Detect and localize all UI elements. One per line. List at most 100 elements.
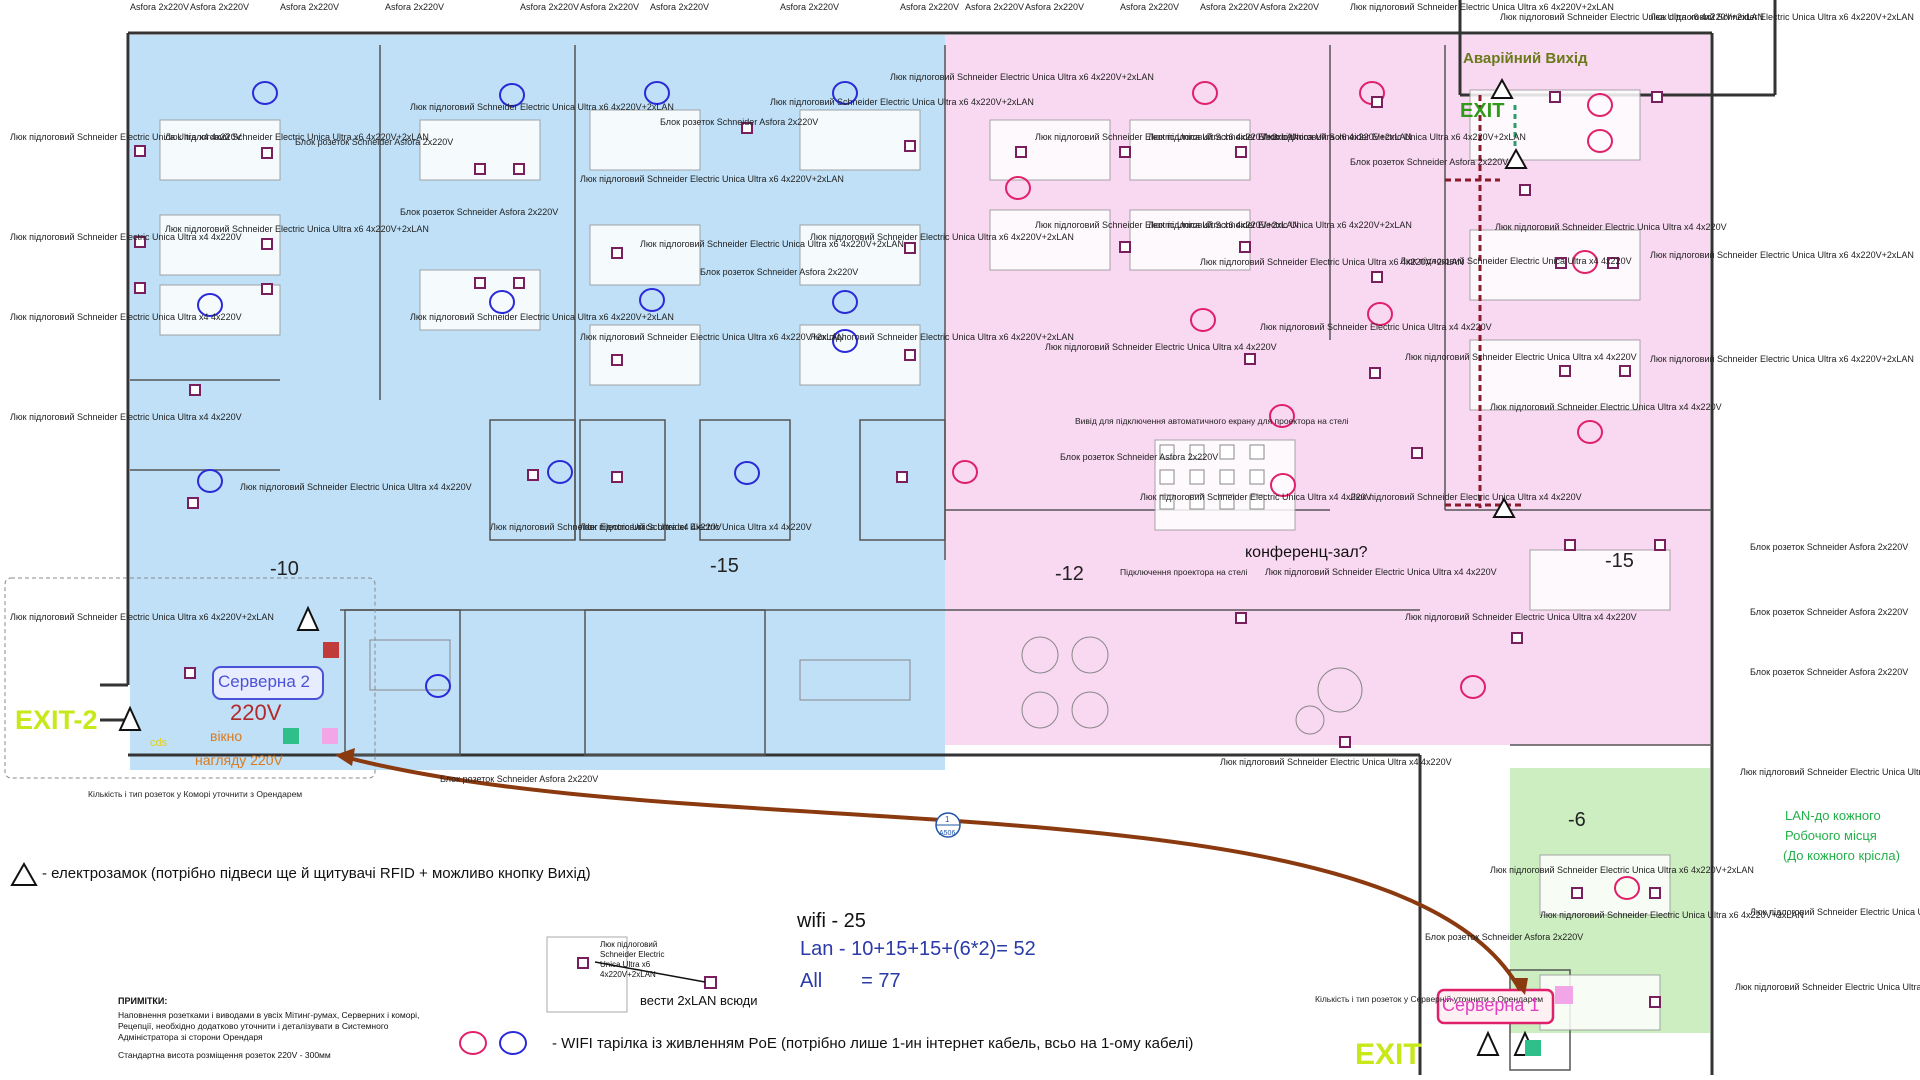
- legend-lan-everywhere: вести 2xLAN всюди: [640, 993, 758, 1008]
- label-floor-x6: Люк підлоговий Schneider Electric Unica …: [1540, 910, 1804, 920]
- wifi-pink-markers: [952, 81, 1640, 900]
- label-block-asfora: Блок розеток Schneider Asfora 2x220V: [660, 117, 818, 127]
- label-block-asfora: Блок розеток Schneider Asfora 2x220V: [1750, 667, 1908, 677]
- server2-box: [212, 666, 324, 700]
- label-floor-x6: Люк підлоговий Schneider Electric Unica …: [810, 332, 1074, 342]
- zone-label-minus12: -12: [1055, 563, 1084, 585]
- legend-wifi-pink-icon: [459, 1031, 487, 1055]
- projector-ceiling-label: Вивід для підключення автоматичного екра…: [1075, 416, 1349, 426]
- label-floor-x6: Люк підлоговий Schneider Electric Unica …: [890, 72, 1154, 82]
- label-floor-x6: Люк підлоговий Schneider Electric Unica …: [1650, 354, 1914, 364]
- label-floor-x6: Люк підлоговий Schneider Electric Unica …: [1650, 12, 1914, 22]
- label-floor-x6: Люк підлоговий Schneider Electric Unica …: [640, 239, 904, 249]
- label-floor-x4: Люк підлоговий Schneider Electric Unica …: [1140, 492, 1372, 502]
- label-block-asfora: Блок розеток Schneider Asfora 2x220V: [400, 207, 558, 217]
- legend-sample-box: [546, 936, 628, 1013]
- top-block-label: Asfora 2x220V: [650, 2, 709, 12]
- top-block-label: Asfora 2x220V: [1120, 2, 1179, 12]
- label-block-asfora: Блок розеток Schneider Asfora 2x220V: [1750, 542, 1908, 552]
- floor-outlets: [134, 91, 1666, 1008]
- top-block-label: Asfora 2x220V: [780, 2, 839, 12]
- section-ref-number: 1: [945, 815, 950, 824]
- label-floor-x6: Люк підлоговий Schneider Electric Unica …: [410, 312, 674, 322]
- legend-outlet-icon: [577, 957, 589, 969]
- section-ref-sheet: A506: [939, 830, 955, 837]
- top-block-label: Asfora 2x220V: [520, 2, 579, 12]
- label-floor-x6: Люк підлоговий Schneider Electric Unica …: [1262, 132, 1526, 142]
- label-floor-x6: Люк підлоговий Schneider Electric Unica …: [1490, 865, 1754, 875]
- legend-lan-icon: [704, 976, 717, 989]
- lan-note-line3: (До кожного крісла): [1783, 848, 1900, 863]
- label-block-asfora: Блок розеток Schneider Asfora 2x220V: [1350, 157, 1508, 167]
- label-floor-x4: Люк підлоговий Schneider Electric Unica …: [10, 132, 242, 142]
- label-floor-x4: Люк підлоговий Schneider Electric Unica …: [10, 412, 242, 422]
- exit-left-label: EXIT-2: [15, 705, 98, 735]
- label-floor-x4: Люк підлоговий Schneider Electric Unica …: [580, 522, 812, 532]
- label-floor-x4: Люк підлоговий Schneider Electric Unica …: [240, 482, 472, 492]
- notes-item-2: Стандартна висота розміщення розеток 220…: [118, 1050, 331, 1060]
- label-floor-x4: Люк підлоговий Schneider Electric Unica …: [1405, 612, 1637, 622]
- wifi-blue-markers: [197, 81, 858, 698]
- label-floor-x4: Люк підлоговий Schneider Electric Unica …: [1735, 982, 1920, 992]
- top-block-label: Asfora 2x220V: [1025, 2, 1084, 12]
- rack-pink: [322, 728, 338, 744]
- connection-arrow: [344, 755, 1522, 991]
- label-floor-x6: Люк підлоговий Schneider Electric Unica …: [580, 174, 844, 184]
- legend-lock-text: - електрозамок (потрібно підвеси ще й щи…: [42, 865, 591, 882]
- zone-label-minus15b: -15: [1605, 550, 1634, 572]
- legend-wifi-blue-icon: [499, 1031, 527, 1055]
- label-floor-x4: Люк підлоговий Schneider Electric Unica …: [10, 232, 242, 242]
- window-label: вікно: [210, 728, 243, 744]
- legend-lock-icon: [10, 861, 38, 886]
- lounge-tables: [369, 636, 1363, 735]
- count-lan: Lan - 10+15+15+(6*2)= 52: [800, 938, 1036, 960]
- label-floor-x6: Люк підлоговий Schneider Electric Unica …: [1148, 132, 1412, 142]
- rack-green-2: [1525, 1040, 1541, 1056]
- label-floor-x4: Люк підлоговий Schneider Electric Unica …: [1265, 567, 1497, 577]
- label-floor-x6: Люк підлоговий Schneider Electric Unica …: [810, 232, 1074, 242]
- label-floor-x4: Люк підлоговий Schneider Electric Unica …: [1405, 352, 1637, 362]
- label-block-asfora: Блок розеток Schneider Asfora 2x220V: [295, 137, 453, 147]
- power-220-label: 220V: [230, 700, 282, 725]
- partitions: [130, 45, 1712, 1071]
- label-floor-x4: Люк підлоговий Schneider Electric Unica …: [10, 312, 242, 322]
- label-floor-x6: Люк підлоговий Schneider Electric Unica …: [1200, 257, 1464, 267]
- conference-label: конференц-зал?: [1245, 544, 1368, 561]
- label-floor-x6: Люк підлоговий Schneider Electric Unica …: [580, 332, 844, 342]
- conference-chairs: [1159, 444, 1265, 510]
- label-floor-x6: Люк підлоговий Schneider Electric Unica …: [770, 97, 1034, 107]
- top-block-label: Asfora 2x220V: [130, 2, 189, 12]
- arrow-head-left: [335, 748, 355, 766]
- window-label-2: нагляду 220V: [195, 752, 283, 768]
- storage-outline: [4, 577, 376, 779]
- top-block-labels: Asfora 2x220V Asfora 2x220V Asfora 2x220…: [130, 2, 1319, 12]
- exit-bottom-label: EXIT: [1355, 1038, 1422, 1071]
- zone-label-minus6: -6: [1568, 809, 1586, 831]
- emergency-exit-label: Аварійний Вихід: [1463, 50, 1588, 67]
- label-block-asfora: Блок розеток Schneider Asfora 2x220V: [440, 774, 598, 784]
- top-block-label: Asfora 2x220V: [1260, 2, 1319, 12]
- cds-label: cds: [150, 737, 168, 749]
- label-floor-x6: Люк підлоговий Schneider Electric Unica …: [1035, 220, 1299, 230]
- label-block-asfora: Блок розеток Schneider Asfora 2x220V: [1425, 932, 1583, 942]
- storage-note: Кількість і тип розеток у Коморі уточнит…: [88, 789, 302, 799]
- label-floor-x4: Люк підлоговий Schneider Electric Unica …: [1490, 402, 1722, 412]
- top-block-label: Asfora 2x220V: [965, 2, 1024, 12]
- label-floor-x6: Люк підлоговий Schneider Electric Unica …: [1148, 220, 1412, 230]
- server1-label: Серверна 1: [1442, 995, 1540, 1015]
- label-floor-x6: Люк підлоговий Schneider Electric Unica …: [1350, 2, 1614, 12]
- server2-label: Серверна 2: [218, 672, 310, 691]
- label-block-asfora: Блок розеток Schneider Asfora 2x220V: [700, 267, 858, 277]
- label-floor-x6: Люк підлоговий Schneider Electric Unica …: [1650, 250, 1914, 260]
- top-block-label: Asfora 2x220V: [900, 2, 959, 12]
- label-floor-x6: Люк підлоговий Schneider Electric Unica …: [1500, 12, 1764, 22]
- label-floor-x4: Люк підлоговий Schneider Electric Unica …: [1400, 256, 1632, 266]
- top-block-label: Asfora 2x220V: [385, 2, 444, 12]
- zone-label-minus10: -10: [270, 558, 299, 580]
- label-floor-x4: Люк підлоговий Schneider Electric Unica …: [1220, 757, 1452, 767]
- legend-sample-label: Люк підлоговий Schneider Electric Unica …: [600, 940, 665, 979]
- lan-note-line2: Робочого місця: [1785, 828, 1877, 843]
- device-label-group: Люк підлоговий Schneider Electric Unica …: [10, 2, 1920, 992]
- rack-pink-2: [1555, 986, 1573, 1004]
- label-block-asfora: Блок розеток Schneider Asfora 2x220V: [1750, 607, 1908, 617]
